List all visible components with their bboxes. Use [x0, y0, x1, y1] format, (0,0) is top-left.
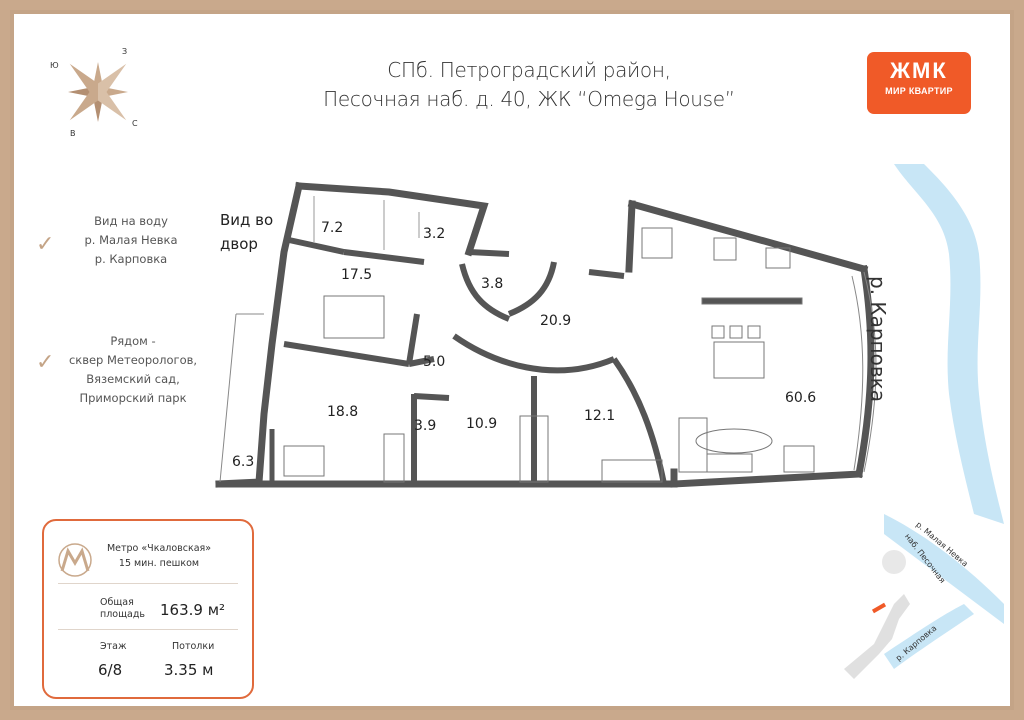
room-area: 17.5: [341, 267, 373, 283]
room-area: 3.2: [423, 226, 446, 242]
compass-rose-icon: З Ю С В: [50, 47, 138, 138]
checkmark-icon: ✓: [36, 232, 55, 257]
address-title-line2: Песочная наб. д. 40, ЖК “Omega House”: [323, 87, 735, 111]
checkmark-icon: ✓: [36, 350, 55, 375]
divider: [58, 583, 238, 584]
room-area: 60.6: [785, 390, 817, 406]
room-area: 3.9: [414, 418, 437, 434]
area-label: Общая площадь: [100, 597, 146, 620]
room-area: 7.2: [321, 220, 344, 236]
svg-text:З: З: [122, 47, 127, 56]
agency-logo: ЖМК МИР КВАРТИР: [867, 52, 971, 114]
floor-plan: [215, 181, 877, 488]
address-title-line1: СПб. Петроградский район,: [387, 58, 671, 82]
river-label: р. Карповка: [866, 276, 890, 402]
room-area: 10.9: [466, 416, 498, 432]
logo-mark: ЖМК: [890, 58, 948, 83]
ceiling-value: 3.35 м: [164, 661, 214, 679]
wall: [295, 182, 489, 257]
room-area: 6.3: [232, 454, 255, 470]
svg-text:В: В: [70, 129, 76, 138]
address-title: СПб. Петроградский район, Песочная наб. …: [294, 56, 764, 114]
area-value: 163.9 м²: [160, 601, 226, 619]
river-karpovka: [894, 164, 1004, 524]
svg-text:Ю: Ю: [50, 61, 59, 70]
room-area: 5.0: [423, 354, 446, 370]
floor-value: 6/8: [98, 661, 123, 679]
logo-text: МИР КВАРТИР: [885, 86, 953, 96]
room-area: 3.8: [481, 276, 504, 292]
metro-icon: [58, 543, 92, 577]
ceiling-label: Потолки: [172, 641, 215, 652]
floor-label: Этаж: [100, 641, 127, 652]
courtyard-view-label: Вид во двор: [220, 211, 274, 253]
room-area: 20.9: [540, 313, 572, 329]
svg-text:С: С: [132, 119, 138, 128]
room-area: 18.8: [327, 404, 359, 420]
room-area: 12.1: [584, 408, 616, 424]
divider: [58, 629, 238, 630]
feature-view: Вид на воду р. Малая Невка р. Карповка: [84, 214, 178, 266]
feature-nearby: Рядом - сквер Метеорологов, Вяземский са…: [68, 334, 198, 405]
location-mini-map: [844, 514, 1004, 679]
metro-info: Метро «Чкаловская» 15 мин. пешком: [106, 543, 212, 569]
plan-sheet: З Ю С В СПб. Петроградский район, Песочн…: [10, 10, 1014, 710]
info-card: Метро «Чкаловская» 15 мин. пешком Общая …: [42, 519, 254, 699]
